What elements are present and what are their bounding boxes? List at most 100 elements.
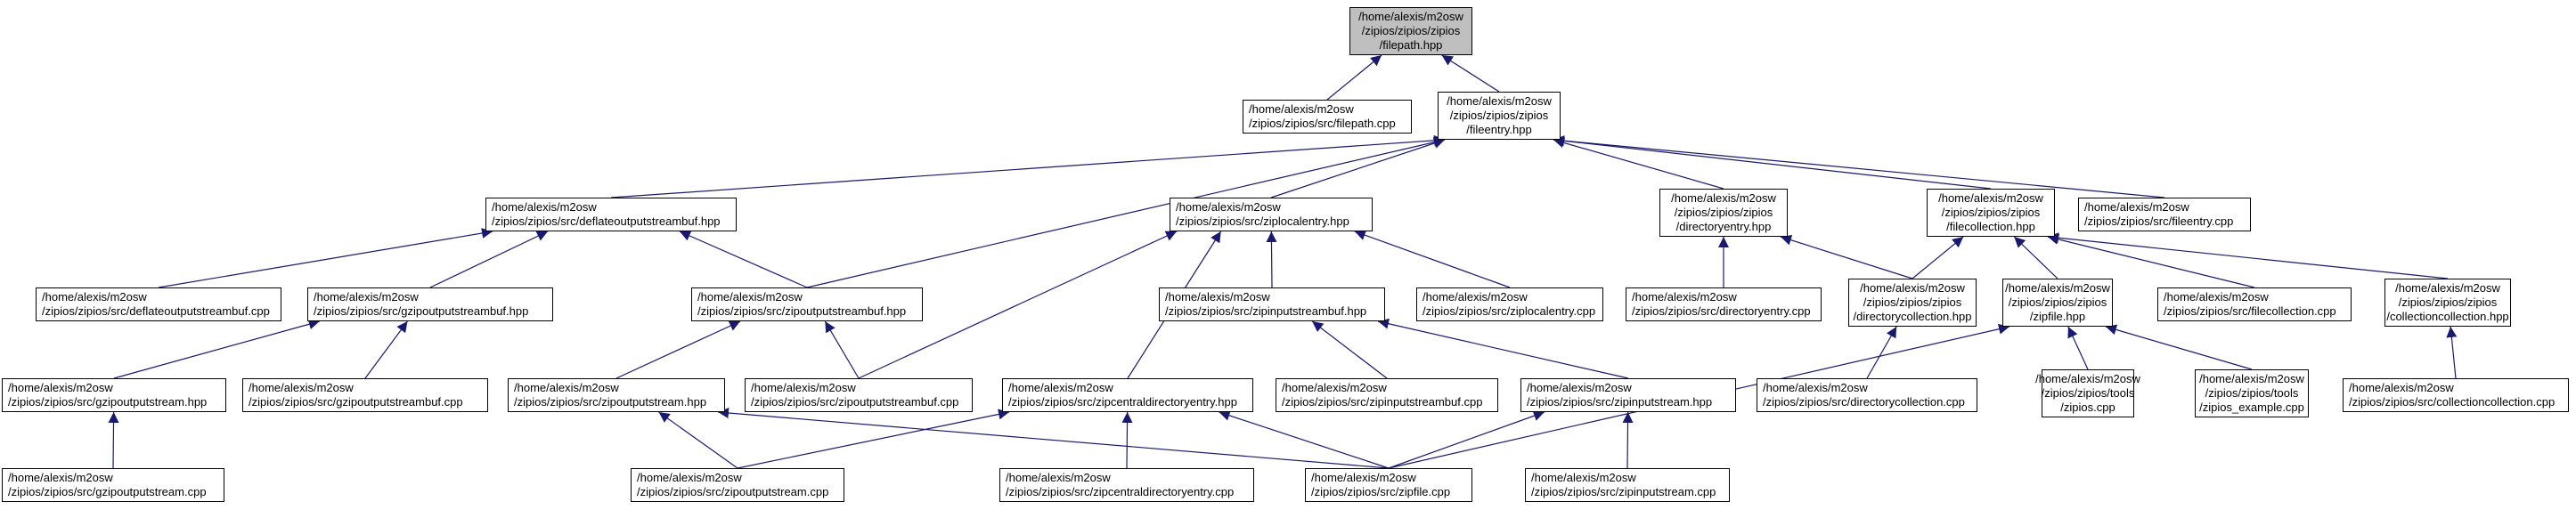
node-gzipoutputstream-hpp[interactable]: /home/alexis/m2osw/zipios/zipios/src/gzi… <box>2 378 226 412</box>
node-label-line: /home/alexis/m2osw <box>1176 200 1281 214</box>
node-zipinputstream-cpp[interactable]: /home/alexis/m2osw/zipios/zipios/src/zip… <box>1525 468 1730 502</box>
node-directorycollection-hpp[interactable]: /home/alexis/m2osw/zipios/zipios/zipios/… <box>1848 279 1977 327</box>
edge-filepath-cpp-to-filepath-hpp <box>1326 54 1382 101</box>
node-label-line: /zipios/zipios/src/zipcentraldirectoryen… <box>1008 395 1237 409</box>
node-label-line: /home/alexis/m2osw <box>2199 372 2304 385</box>
node-label-line: /home/alexis/m2osw <box>249 381 354 394</box>
node-label-line: /home/alexis/m2osw <box>314 290 419 304</box>
node-ziplocalentry-hpp[interactable]: /home/alexis/m2osw/zipios/zipios/src/zip… <box>1170 198 1373 231</box>
node-label-line: /home/alexis/m2osw <box>1527 381 1632 394</box>
edge-deflateoutputstreambuf-cpp-to-deflateoutputstreambuf-hpp <box>158 228 493 288</box>
node-label-line: /zipios/zipios/zipios <box>1449 109 1549 122</box>
node-filepath-hpp[interactable]: /home/alexis/m2osw/zipios/zipios/zipios/… <box>1349 7 1472 55</box>
node-label-line: /zipios/zipios/src/zipinputstreambuf.cpp <box>1282 395 1483 409</box>
node-deflateoutputstreambuf-hpp[interactable]: /home/alexis/m2osw/zipios/zipios/src/def… <box>485 198 737 231</box>
node-label-line: /home/alexis/m2osw <box>1671 191 1776 205</box>
edge-zipfile-cpp-to-zipinputstream-hpp <box>1388 410 1545 469</box>
node-label-line: /zipios/zipios/src/filecollection.cpp <box>2164 304 2336 318</box>
node-zipios-cpp[interactable]: /home/alexis/m2osw/zipios/zipios/tools/z… <box>2035 369 2140 417</box>
node-label-line: /home/alexis/m2osw <box>2349 381 2454 394</box>
node-filecollection-hpp[interactable]: /home/alexis/m2osw/zipios/zipios/zipios/… <box>1927 189 2055 237</box>
node-label-line: /filepath.hpp <box>1379 38 1443 52</box>
edge-zipoutputstreambuf-hpp-to-deflateoutputstreambuf-hpp <box>679 231 808 288</box>
node-zipinputstreambuf-hpp[interactable]: /home/alexis/m2osw/zipios/zipios/src/zip… <box>1159 287 1385 321</box>
node-label-line: /zipios/zipios/src/collectioncollection.… <box>2349 395 2556 409</box>
node-ziplocalentry-cpp[interactable]: /home/alexis/m2osw/zipios/zipios/src/zip… <box>1416 287 1603 321</box>
node-zipfile-cpp[interactable]: /home/alexis/m2osw/zipios/zipios/src/zip… <box>1305 468 1472 502</box>
node-zipios-example-cpp[interactable]: /home/alexis/m2osw/zipios/zipios/tools/z… <box>2195 369 2309 417</box>
edge-filecollection-cpp-to-filecollection-hpp <box>2047 234 2255 288</box>
node-zipcentraldirectoryentry-cpp[interactable]: /home/alexis/m2osw/zipios/zipios/src/zip… <box>999 468 1254 502</box>
node-label-line: /home/alexis/m2osw <box>1531 471 1636 484</box>
node-label-line: /home/alexis/m2osw <box>1358 10 1463 23</box>
node-gzipoutputstreambuf-hpp[interactable]: /home/alexis/m2osw/zipios/zipios/src/gzi… <box>307 287 553 321</box>
edge-gzipoutputstreambuf-hpp-to-deflateoutputstreambuf-hpp <box>429 231 549 288</box>
node-collectioncollection-hpp[interactable]: /home/alexis/m2osw/zipios/zipios/zipios/… <box>2384 279 2511 327</box>
node-filecollection-cpp[interactable]: /home/alexis/m2osw/zipios/zipios/src/fil… <box>2157 287 2352 321</box>
edge-directorycollection-cpp-to-directorycollection-hpp <box>1866 326 1897 379</box>
node-label-line: /zipios/zipios/zipios <box>2008 295 2107 309</box>
edge-ziplocalentry-cpp-to-ziplocalentry-hpp <box>1354 230 1511 288</box>
node-label-line: /home/alexis/m2osw <box>2164 290 2269 304</box>
node-label-line: /home/alexis/m2osw <box>697 290 803 304</box>
node-label-line: /zipios/zipios/src/zipinputstream.cpp <box>1531 485 1716 498</box>
node-collectioncollection-cpp[interactable]: /home/alexis/m2osw/zipios/zipios/src/col… <box>2343 378 2569 412</box>
edge-zipfile-cpp-to-zipcentraldirectoryentry-hpp <box>1219 410 1390 469</box>
node-label-line: /home/alexis/m2osw <box>2395 281 2500 295</box>
edge-zipfile-hpp-to-filecollection-hpp <box>2013 236 2058 279</box>
edge-zipoutputstreambuf-cpp-to-ziplocalentry-hpp <box>858 231 1178 379</box>
node-label-line: /home/alexis/m2osw <box>42 290 147 304</box>
node-label-line: /collectioncollection.hpp <box>2386 310 2509 323</box>
node-fileentry-cpp[interactable]: /home/alexis/m2osw/zipios/zipios/src/fil… <box>2078 198 2251 231</box>
node-label-line: /zipios/zipios/src/deflateoutputstreambu… <box>42 304 270 318</box>
node-directoryentry-hpp[interactable]: /home/alexis/m2osw/zipios/zipios/zipios/… <box>1659 189 1788 237</box>
edge-fileentry-hpp-to-filepath-hpp <box>1441 54 1500 93</box>
edge-directorycollection-hpp-to-directoryentry-hpp <box>1780 234 1913 279</box>
node-label-line: /zipios/zipios/src/zipoutputstreambuf.hp… <box>697 304 907 318</box>
node-fileentry-hpp[interactable]: /home/alexis/m2osw/zipios/zipios/zipios/… <box>1438 92 1561 140</box>
node-zipoutputstreambuf-cpp[interactable]: /home/alexis/m2osw/zipios/zipios/src/zip… <box>745 378 973 412</box>
node-label-line: /zipios_example.cpp <box>2199 401 2304 414</box>
node-label-line: /fileentry.hpp <box>1466 123 1532 136</box>
node-label-line: /zipios/zipios/src/fileentry.cpp <box>2084 215 2234 228</box>
edge-gzipoutputstreambuf-cpp-to-gzipoutputstreambuf-hpp <box>364 320 408 379</box>
node-gzipoutputstreambuf-cpp[interactable]: /home/alexis/m2osw/zipios/zipios/src/gzi… <box>242 378 488 412</box>
node-label-line: /zipios/zipios/src/ziplocalentry.cpp <box>1423 304 1596 318</box>
edge-ziplocalentry-hpp-to-fileentry-hpp <box>1270 138 1446 198</box>
node-label-line: /zipios/zipios/src/gzipoutputstream.hpp <box>8 395 208 409</box>
edge-zipinputstream-hpp-to-zipinputstreambuf-hpp <box>1377 318 1629 379</box>
node-directorycollection-cpp[interactable]: /home/alexis/m2osw/zipios/zipios/src/dir… <box>1757 378 1977 412</box>
node-label-line: /zipios/zipios/src/gzipoutputstreambuf.c… <box>249 395 463 409</box>
node-label-line: /zipios/zipios/tools <box>2205 386 2299 400</box>
node-label-line: /zipios/zipios/src/zipoutputstream.hpp <box>514 395 707 409</box>
node-label-line: /home/alexis/m2osw <box>1282 381 1387 394</box>
node-deflateoutputstreambuf-cpp[interactable]: /home/alexis/m2osw/zipios/zipios/src/def… <box>36 287 281 321</box>
edge-zipfile-cpp-to-zipoutputstream-hpp <box>717 408 1390 469</box>
node-gzipoutputstream-cpp[interactable]: /home/alexis/m2osw/zipios/zipios/src/gzi… <box>2 468 224 502</box>
node-label-line: /zipios/zipios/zipios <box>1863 295 1962 309</box>
edge-zipinputstream-cpp-to-zipinputstream-hpp <box>1622 411 1634 469</box>
edge-gzipoutputstream-cpp-to-gzipoutputstream-hpp <box>108 411 119 469</box>
edge-collectioncollection-cpp-to-collectioncollection-hpp <box>2446 326 2458 379</box>
edge-collectioncollection-hpp-to-filecollection-hpp <box>2047 232 2449 279</box>
node-directoryentry-cpp[interactable]: /home/alexis/m2osw/zipios/zipios/src/dir… <box>1626 287 1822 321</box>
node-zipinputstream-hpp[interactable]: /home/alexis/m2osw/zipios/zipios/src/zip… <box>1520 378 1736 412</box>
edge-gzipoutputstream-hpp-to-gzipoutputstreambuf-hpp <box>113 319 320 379</box>
node-filepath-cpp[interactable]: /home/alexis/m2osw/zipios/zipios/src/fil… <box>1243 100 1412 134</box>
node-label-line: /zipios/zipios/src/directorycollection.c… <box>1763 395 1965 409</box>
node-zipinputstreambuf-cpp[interactable]: /home/alexis/m2osw/zipios/zipios/src/zip… <box>1276 378 1498 412</box>
node-label-line: /zipios/zipios/tools <box>2041 386 2135 400</box>
edge-zipcentraldirectoryentry-cpp-to-zipcentraldirectoryentry-hpp <box>1121 411 1133 469</box>
node-zipoutputstreambuf-hpp[interactable]: /home/alexis/m2osw/zipios/zipios/src/zip… <box>691 287 923 321</box>
node-label-line: /home/alexis/m2osw <box>1632 290 1737 304</box>
node-zipcentraldirectoryentry-hpp[interactable]: /home/alexis/m2osw/zipios/zipios/src/zip… <box>1002 378 1253 412</box>
node-label-line: /zipfile.hpp <box>2029 310 2086 323</box>
edge-filecollection-hpp-to-fileentry-hpp <box>1553 135 1992 190</box>
node-label-line: /home/alexis/m2osw <box>1311 471 1416 484</box>
edge-zipios-example-cpp-to-zipfile-hpp <box>2105 324 2253 370</box>
node-label-line: /home/alexis/m2osw <box>1249 102 1354 116</box>
edge-zipoutputstreambuf-cpp-to-zipoutputstreambuf-hpp <box>824 320 860 379</box>
node-zipoutputstream-hpp[interactable]: /home/alexis/m2osw/zipios/zipios/src/zip… <box>508 378 725 412</box>
node-zipfile-hpp[interactable]: /home/alexis/m2osw/zipios/zipios/zipios/… <box>2002 279 2113 327</box>
node-zipoutputstream-cpp[interactable]: /home/alexis/m2osw/zipios/zipios/src/zip… <box>631 468 844 502</box>
